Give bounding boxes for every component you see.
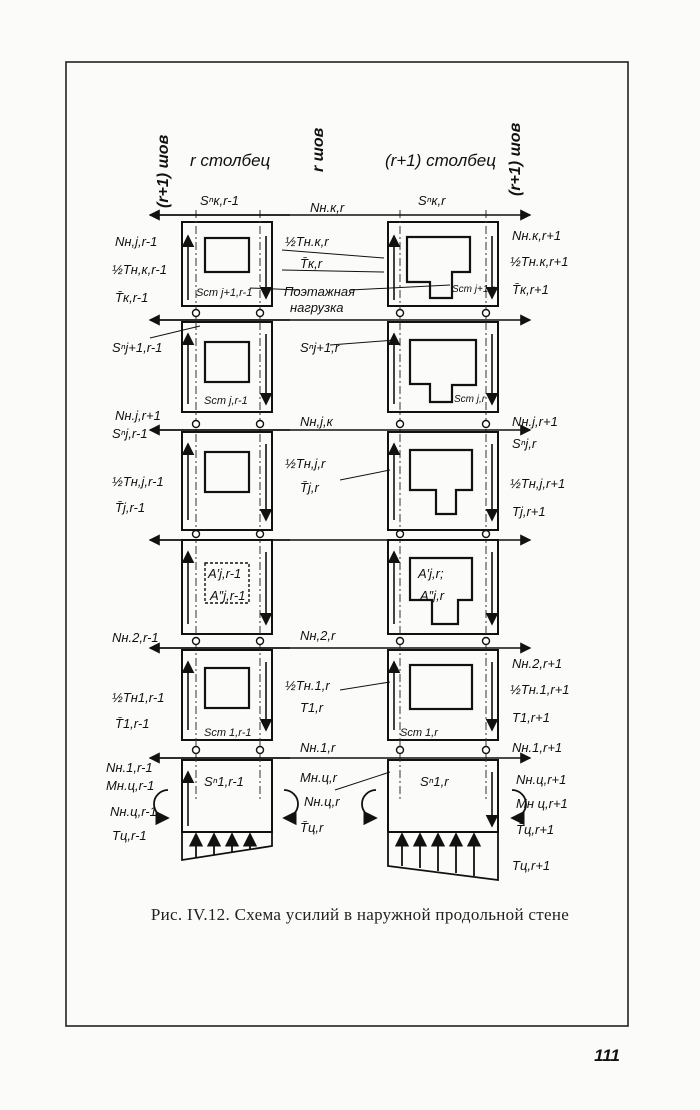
label-S-n-j-r1: Sⁿj,r-1 [112, 426, 148, 441]
label-S-cm-j-r1: Scm j,r-1 [204, 395, 248, 407]
label-N-nj-r1p: Nн.j,r+1 [512, 414, 558, 429]
label-half-T-n1-r1: ½Tн1,r-1 [112, 690, 164, 705]
label-M-nc-r1p: Mн ц,r+1 [516, 796, 568, 811]
label-T-c-r1p-a: T̄ц,r+1 [516, 822, 554, 837]
label-half-T-nj-r1p: ½Tн,j,r+1 [510, 476, 565, 491]
label-S-n-1-r1: Sⁿ1,r-1 [204, 774, 244, 789]
label-T-1-r: T1,r [300, 700, 324, 715]
label-T-j-r: T̄j,r [300, 480, 319, 495]
label-T-j-r1: T̄j,r-1 [115, 500, 145, 515]
label-N-nc-r1p: Nн.ц,r+1 [516, 772, 566, 787]
header-right-seam: (r+1) шов [507, 122, 524, 196]
label-S-k-r: Sⁿк,r [418, 193, 446, 208]
leader-lines [149, 249, 451, 791]
label-N-nj-r1p-left: Nн.j,r+1 [115, 408, 161, 423]
vertical-force-arrows [181, 234, 499, 828]
header-left-seam: (r+1) шов [155, 134, 172, 208]
label-half-T-nk-r: ½Tн.к,r [285, 234, 329, 249]
label-A1-j-r: A′j,r; [417, 566, 444, 581]
label-N-nk-r1p: Nн.к,r+1 [512, 228, 561, 243]
label-T-1-r1p: T1,r+1 [512, 710, 550, 725]
right-column-panels [387, 221, 499, 833]
label-N-n1-r1p: Nн.1,r+1 [512, 740, 562, 755]
label-N-nc-r: Nн.ц,r [304, 794, 340, 809]
label-N-n1-r1: Nн.1,r-1 [106, 760, 153, 775]
seam-axes [195, 210, 487, 800]
label-S-k-r1: Sⁿк,r-1 [200, 193, 239, 208]
label-M-nc-r: Mн.ц,r [300, 770, 338, 785]
label-A2-j-r: A″j,r [419, 588, 445, 603]
label-N-nc-r1: Nн.ц,r-1 [110, 804, 157, 819]
label-T-c-r1: Tц,r-1 [112, 828, 147, 843]
label-S-cm-j-r: Scm j,r [454, 394, 486, 405]
label-T-k-r1p: T̄к,r+1 [512, 282, 549, 297]
label-T-1-r1: T̄1,r-1 [115, 716, 149, 731]
label-N-nj-k: Nн,j,к [300, 414, 334, 429]
label-S-n-j1-r: Sⁿj+1,r [300, 340, 340, 355]
label-A1-j-r1: A′j,r-1 [207, 566, 241, 581]
horizontal-force-lines [148, 209, 532, 764]
label-floor-load-1: Поэтажная [284, 284, 355, 299]
label-T-j-r1p: Tj,r+1 [512, 504, 546, 519]
label-N-n2-r1p: Nн.2,r+1 [512, 656, 562, 671]
label-T-c-r1p-b: Tц,r+1 [512, 858, 550, 873]
label-S-cm-1-r1: Scm 1,r-1 [204, 727, 251, 739]
page-frame [65, 61, 629, 1027]
force-labels: Sⁿк,r-1 Nн.к,r Sⁿк,r Nн,j,r-1 ½Tн,к,r-1 … [106, 193, 570, 873]
label-T-c-r: T̄ц,r [300, 820, 324, 835]
label-S-cm-1-r: Scm 1,r [400, 727, 439, 739]
label-N-n1-r: Nн.1,r [300, 740, 336, 755]
seam-nodes [191, 308, 491, 755]
label-S-n-j1-r1: Sⁿj+1,r-1 [112, 340, 162, 355]
label-N-n2-r1: Nн.2,r-1 [112, 630, 159, 645]
label-M-nc-r1: Mн.ц,r-1 [106, 778, 154, 793]
label-S-n-j-r: Sⁿj,r [512, 436, 537, 451]
header-right-column: (r+1) столбец [385, 151, 496, 170]
header-mid-seam: r шов [310, 127, 327, 172]
label-half-T-n1-r1p: ½Tн.1,r+1 [510, 682, 570, 697]
label-half-T-n1-r: ½Tн.1,r [285, 678, 330, 693]
label-T-k-r1: T̄к,r-1 [115, 290, 148, 305]
label-half-T-nk-r1p: ½Tн.к,r+1 [510, 254, 568, 269]
figure-caption: Рис. IV.12. Схема усилий в наружной прод… [150, 905, 570, 924]
label-S-cm-j1-r1: Scm j+1,r-1 [196, 287, 252, 299]
left-column-panels [181, 221, 273, 833]
label-S-cm-j1-r: Scm j+1,r [452, 284, 495, 295]
base-load-diagrams [153, 789, 527, 882]
header-left-column: r столбец [190, 151, 271, 170]
label-S-n-1-r: Sⁿ1,r [420, 774, 449, 789]
label-N-n2-r: Nн,2,r [300, 628, 336, 643]
label-T-k-r: T̄к,r [300, 256, 323, 271]
label-N-nj-r1-top: Nн,j,r-1 [115, 234, 157, 249]
label-half-T-nj-r1: ½Tн,j,r-1 [112, 474, 164, 489]
label-half-T-nj-r: ½Tн,j,r [285, 456, 326, 471]
page-number: 111 [594, 1046, 620, 1065]
label-A2-j-r1: A″j,r-1 [209, 588, 245, 603]
label-half-T-nk-r1: ½Tн,к,r-1 [112, 262, 167, 277]
label-N-nk-r: Nн.к,r [310, 200, 345, 215]
label-floor-load-2: нагрузка [290, 300, 344, 315]
